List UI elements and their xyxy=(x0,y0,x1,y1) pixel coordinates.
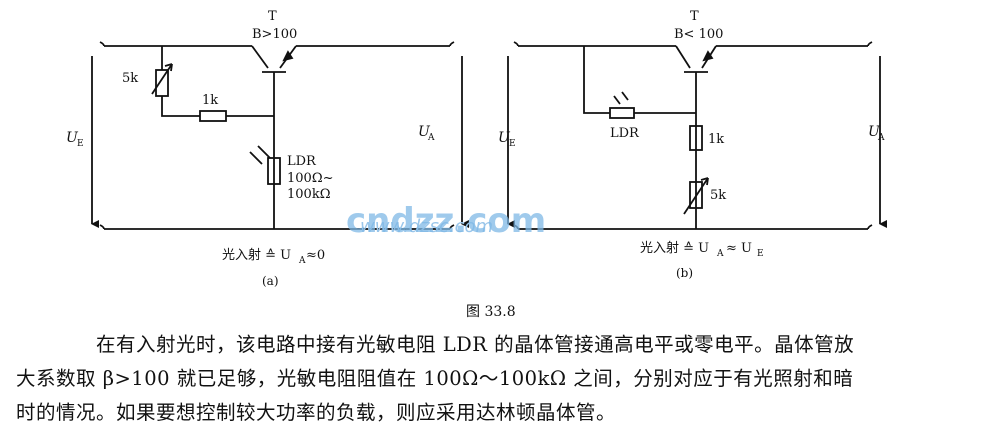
caption-a: (a) xyxy=(262,274,279,288)
pot-5k-b xyxy=(689,181,703,209)
transistor-a-label: T xyxy=(268,9,277,24)
caption-b: (b) xyxy=(676,266,693,280)
output-b-sub: A xyxy=(877,133,885,143)
watermark-big: cndzz.com xyxy=(346,201,546,241)
output-b-label: U xyxy=(868,124,881,140)
body-paragraph: 在有入射光时，该电路中接有光敏电阻 LDR 的晶体管接通高电平或零电平。晶体管放… xyxy=(16,328,956,430)
condition-b-sub: A xyxy=(716,249,724,259)
ldr-b-label: LDR xyxy=(610,126,640,141)
ldr-b xyxy=(609,107,635,119)
condition-b-mid: ≈ U xyxy=(726,241,752,256)
ldr-a-label: LDR xyxy=(287,154,317,169)
input-a-sub: E xyxy=(77,139,84,149)
input-b-label: U xyxy=(498,130,511,146)
resistor-1k-a xyxy=(199,110,227,122)
gain-a-label: B>100 xyxy=(252,27,297,42)
pot-a-label: 5k xyxy=(122,71,138,86)
condition-b: 光入射 ≙ U xyxy=(640,240,709,256)
resistor-a-label: 1k xyxy=(202,93,218,108)
input-b-sub: E xyxy=(509,139,516,149)
resistor-1k-b xyxy=(689,125,703,151)
circuit-a xyxy=(91,41,469,230)
paragraph-line-3: 时的情况。如果要想控制较大功率的负载，则应采用达林顿晶体管。 xyxy=(16,401,617,424)
output-a-label: U xyxy=(418,124,431,140)
condition-a-tail: ≈0 xyxy=(306,248,325,263)
input-a-label: U xyxy=(66,130,79,146)
resistor-b-label: 1k xyxy=(708,132,724,147)
gain-b-label: B< 100 xyxy=(674,27,723,42)
transistor-b-label: T xyxy=(690,9,699,24)
condition-a-sub: A xyxy=(298,256,306,266)
output-a-sub: A xyxy=(427,133,435,143)
condition-b-sub2: E xyxy=(757,249,764,259)
ldr-a-range2: 100kΩ xyxy=(287,187,330,202)
pot-b-label: 5k xyxy=(710,188,726,203)
paragraph-line-1: 在有入射光时，该电路中接有光敏电阻 LDR 的晶体管接通高电平或零电平。晶体管放 xyxy=(96,333,855,356)
circuit-b xyxy=(507,41,887,230)
condition-a: 光入射 ≙ U xyxy=(222,247,291,263)
ldr-a xyxy=(267,157,281,185)
watermark: www.dzsc.com cndzz.com xyxy=(346,201,546,241)
watermark-small: www.dzsc.com xyxy=(360,216,493,237)
ldr-a-range1: 100Ω~ xyxy=(287,171,333,186)
paragraph-line-2: 大系数取 β>100 就已足够，光敏电阻阻值在 100Ω～100kΩ 之间，分别… xyxy=(16,367,854,390)
figure-caption: 图 33.8 xyxy=(466,304,516,320)
